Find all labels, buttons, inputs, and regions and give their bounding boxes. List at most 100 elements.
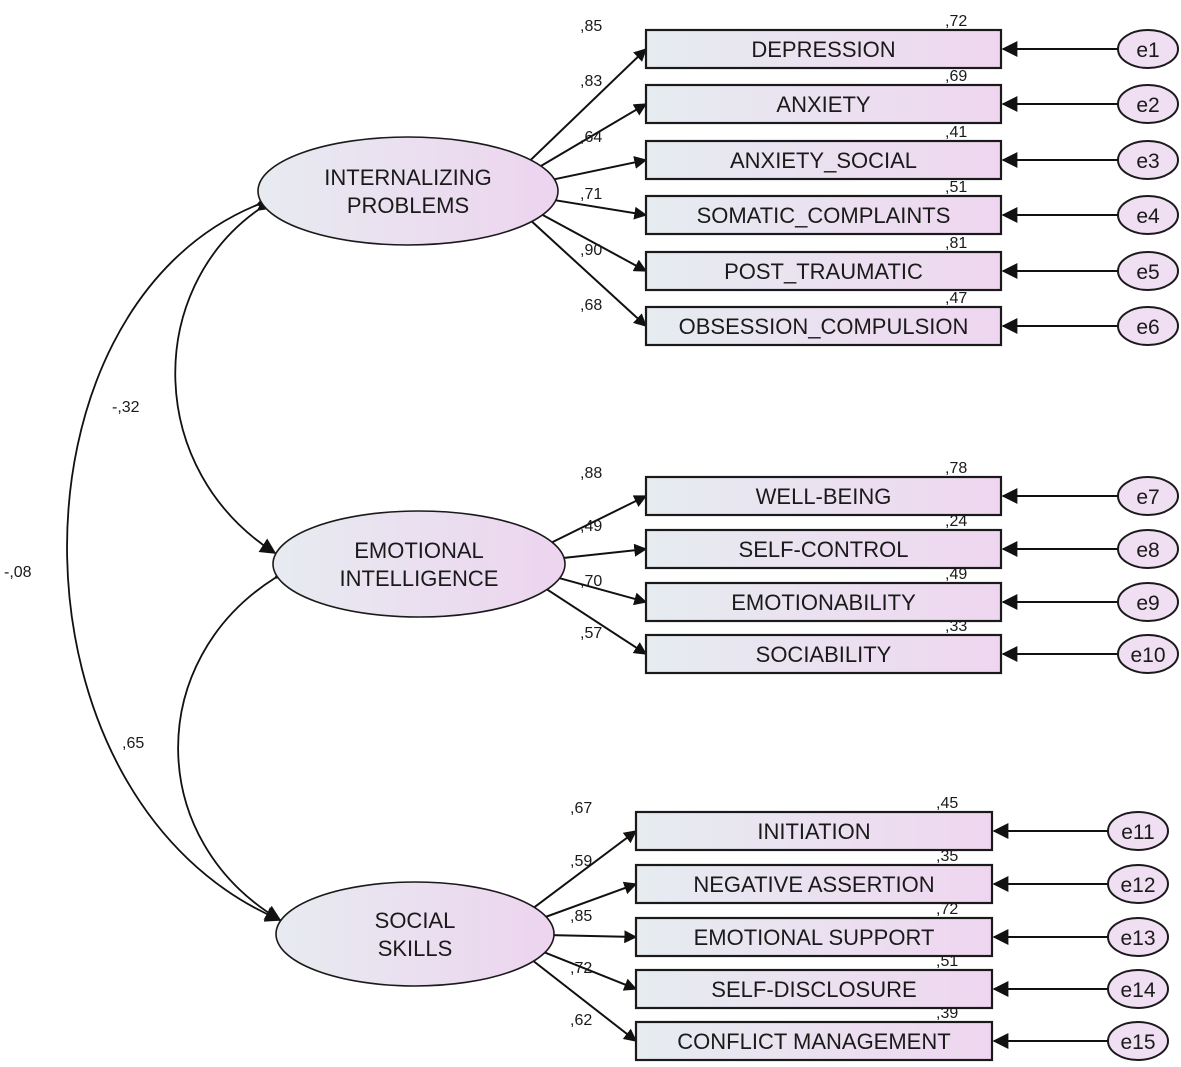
error-e8: e8 [1117,529,1179,569]
indicator-label: WELL-BEING [756,484,892,509]
indicator-box [644,475,1003,517]
r-squared-value: ,35 [936,848,958,865]
latent-ellipse [275,881,555,987]
latent-ellipse [272,510,566,618]
loading-value: ,90 [580,242,602,259]
indicator-box [634,968,994,1010]
error-ellipse [1107,917,1169,957]
indicator-somatic-complaints: SOMATIC_COMPLAINTS [644,194,1003,236]
indicator-label: SOMATIC_COMPLAINTS [697,203,951,228]
error-e15: e15 [1107,1021,1169,1061]
indicator-box [644,528,1003,570]
latent-internalizing: INTERNALIZING PROBLEMS [257,136,559,246]
latent-label-line: PROBLEMS [347,193,469,218]
error-ellipse [1107,969,1169,1009]
indicator-anxiety-social: ANXIETY_SOCIAL [644,139,1003,181]
indicator-label: OBSESSION_COMPULSION [679,314,969,339]
r-squared-value: ,33 [945,618,967,635]
error-e4: e4 [1117,195,1179,235]
loading-value: ,59 [570,853,592,870]
error-ellipse [1117,251,1179,291]
error-label: e2 [1136,94,1159,117]
indicator-box [644,305,1003,347]
error-e3: e3 [1117,140,1179,180]
indicator-label: NEGATIVE ASSERTION [693,872,934,897]
error-ellipse [1107,811,1169,851]
error-e2: e2 [1117,84,1179,124]
error-e1: e1 [1117,29,1179,69]
r-squared-value: ,49 [945,566,967,583]
indicator-label: SELF-CONTROL [739,537,909,562]
error-ellipse [1117,29,1179,69]
loading-value: ,85 [570,908,592,925]
error-label: e5 [1136,261,1159,284]
correlation-value: -,32 [112,399,140,416]
indicator-box [644,28,1003,70]
indicator-obsession-compulsion: OBSESSION_COMPULSION [644,305,1003,347]
r-squared-value: ,41 [945,124,967,141]
error-e14: e14 [1107,969,1169,1009]
loading-value: ,85 [580,18,602,35]
latent-label-line: INTERNALIZING [324,165,491,190]
indicator-self-control: SELF-CONTROL [644,528,1003,570]
r-squared-value: ,81 [945,235,967,252]
loading-value: ,88 [580,465,602,482]
loading-value: ,49 [580,518,602,535]
r-squared-value: ,24 [945,513,967,530]
error-label: e11 [1121,821,1154,844]
loading-value: ,67 [570,800,592,817]
error-ellipse [1117,195,1179,235]
latent-label-line: SOCIAL [375,908,456,933]
error-e9: e9 [1117,582,1179,622]
loading-value: ,57 [580,625,602,642]
error-e11: e11 [1107,811,1169,851]
indicator-label: DEPRESSION [751,37,895,62]
indicator-negative-assertion: NEGATIVE ASSERTION [634,863,994,905]
loading-value: ,68 [580,297,602,314]
loading-value: ,64 [580,129,602,146]
error-ellipse [1117,476,1179,516]
indicator-well-being: WELL-BEING [644,475,1003,517]
indicator-box [644,139,1003,181]
latent-label-line: EMOTIONAL [354,538,484,563]
indicator-box [644,250,1003,292]
indicator-box [644,581,1003,623]
loading-value: ,72 [570,960,592,977]
loading-value: ,71 [580,186,602,203]
error-label: e7 [1136,486,1159,509]
indicator-label: POST_TRAUMATIC [724,259,923,284]
error-label: e6 [1136,316,1159,339]
correlation-value: ,65 [122,735,144,752]
error-ellipse [1117,529,1179,569]
loading-value: ,62 [570,1012,592,1029]
indicator-box [644,83,1003,125]
indicator-box [634,1020,994,1062]
indicator-box [644,633,1003,675]
error-e7: e7 [1117,476,1179,516]
r-squared-value: ,45 [936,795,958,812]
error-ellipse [1107,1021,1169,1061]
error-label: e1 [1136,39,1159,62]
indicator-label: INITIATION [757,819,870,844]
error-label: e14 [1120,979,1155,1002]
loading-value: ,83 [580,73,602,90]
error-label: e8 [1136,539,1159,562]
loading-arrow [524,204,648,272]
indicator-box [634,916,994,958]
r-squared-value: ,51 [936,953,958,970]
indicator-emotionability: EMOTIONABILITY [644,581,1003,623]
error-ellipse [1117,634,1179,674]
latent-label-line: INTELLIGENCE [340,566,499,591]
indicator-post-traumatic: POST_TRAUMATIC [644,250,1003,292]
indicator-box [634,863,994,905]
error-e10: e10 [1117,634,1179,674]
indicator-label: SOCIABILITY [756,642,892,667]
latent-emotional: EMOTIONAL INTELLIGENCE [272,510,566,618]
r-squared-value: ,72 [945,13,967,30]
error-e12: e12 [1107,864,1169,904]
error-label: e13 [1120,927,1155,950]
error-e6: e6 [1117,306,1179,346]
r-squared-value: ,51 [945,179,967,196]
